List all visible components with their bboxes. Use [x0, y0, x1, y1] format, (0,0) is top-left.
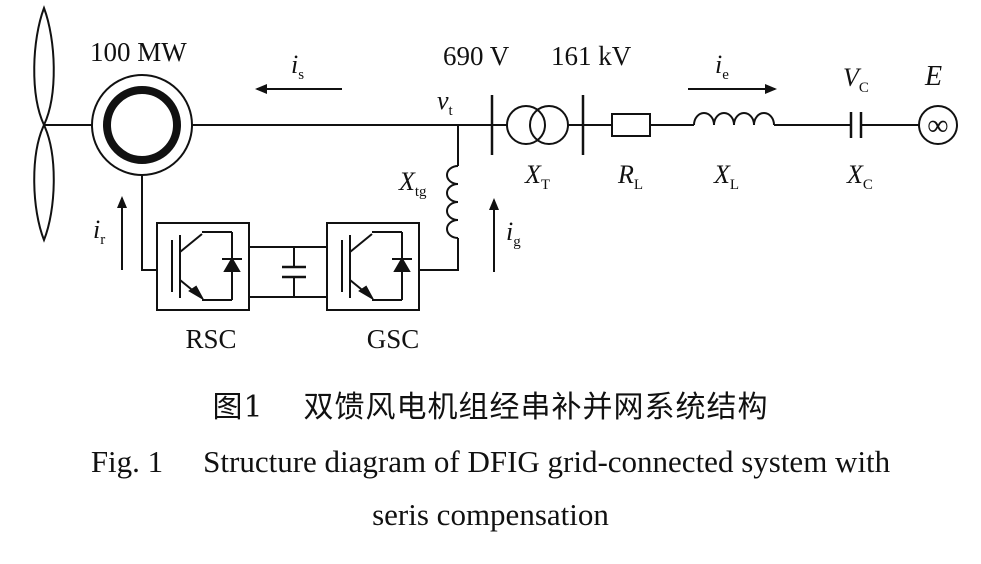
- caption-chinese-text: 双馈风电机组经串补并网系统结构: [303, 390, 769, 425]
- gsc-igbt-icon: [341, 231, 412, 301]
- caption-chinese-number: 图1: [212, 390, 264, 425]
- transformer-icon: [506, 105, 569, 145]
- resistor-icon: [611, 113, 651, 137]
- label-X-C: XC: [846, 160, 873, 193]
- gsc-label: GSC: [367, 324, 420, 354]
- label-i-s: is: [291, 50, 304, 83]
- rsc-igbt-icon: [171, 231, 242, 301]
- turbine-blades-icon: [33, 5, 92, 243]
- filter-inductor-icon: [446, 165, 459, 239]
- infinite-bus-icon: [918, 105, 958, 145]
- caption-english-line2: seris compensation: [372, 497, 609, 532]
- label-E: E: [924, 61, 942, 92]
- voltage-low-label: 690 V: [443, 41, 510, 71]
- voltage-high-label: 161 kV: [551, 41, 632, 71]
- label-X-T: XT: [524, 160, 550, 193]
- label-V-C: VC: [843, 63, 869, 96]
- rsc-box: [156, 222, 250, 311]
- caption-chinese: 图1 双馈风电机组经串补并网系统结构: [0, 382, 981, 426]
- power-rating-label: 100 MW: [90, 37, 187, 67]
- gsc-branch-line: [419, 238, 459, 271]
- caption-english-text: Structure diagram of DFIG grid-connected…: [203, 444, 891, 479]
- dc-capacitor-icon: [282, 265, 306, 279]
- dc-link: [249, 246, 327, 298]
- label-i-e: ie: [715, 50, 729, 83]
- label-R-L: RL: [617, 160, 643, 193]
- gsc-box: [326, 222, 420, 311]
- label-X-tg: Xtg: [398, 167, 427, 200]
- label-X-L: XL: [713, 160, 739, 193]
- generator-icon: [91, 74, 193, 176]
- label-i-g: ig: [506, 217, 521, 250]
- caption-english-line1: Fig. 1 Structure diagram of DFIG grid-con…: [0, 444, 981, 480]
- series-capacitor-icon: [849, 112, 863, 138]
- label-i-r: ir: [93, 215, 105, 248]
- label-v-t: vt: [437, 86, 454, 119]
- rotor-branch-line: [141, 175, 157, 271]
- caption-english-number: Fig. 1: [90, 444, 164, 479]
- rsc-label: RSC: [185, 324, 236, 354]
- infinite-bus-symbol: ∞: [927, 109, 948, 142]
- line-inductor-icon: [693, 112, 775, 126]
